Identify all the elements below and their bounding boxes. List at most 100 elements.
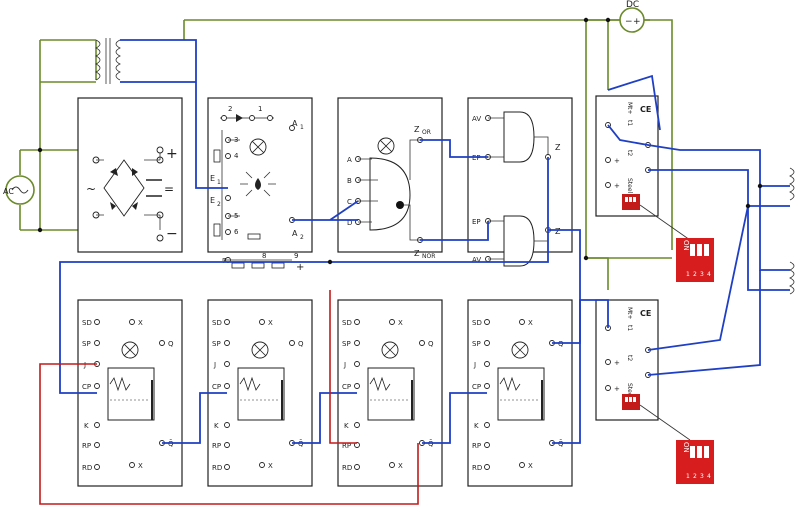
svg-text:SP: SP bbox=[342, 340, 351, 348]
flipflop-4: SD SP J CP K RP RD X X Q Q̄ bbox=[472, 319, 564, 472]
svg-text:J: J bbox=[343, 361, 346, 369]
svg-text:9: 9 bbox=[294, 252, 298, 260]
svg-text:X: X bbox=[398, 319, 403, 327]
svg-text:CP: CP bbox=[342, 383, 351, 391]
svg-text:X: X bbox=[268, 319, 273, 327]
svg-text:t2: t2 bbox=[626, 355, 633, 361]
svg-text:X: X bbox=[138, 319, 143, 327]
svg-text:EP: EP bbox=[472, 154, 481, 162]
svg-text:SP: SP bbox=[472, 340, 481, 348]
transformer bbox=[95, 38, 121, 84]
svg-text:t1: t1 bbox=[626, 120, 633, 126]
svg-text:K: K bbox=[344, 422, 349, 430]
svg-text:Steel: Steel bbox=[626, 178, 633, 194]
svg-text:CE: CE bbox=[640, 105, 651, 114]
svg-text:Z: Z bbox=[555, 143, 561, 152]
svg-text:8: 8 bbox=[262, 252, 266, 260]
svg-text:RP: RP bbox=[82, 442, 91, 450]
svg-text:C: C bbox=[347, 198, 352, 206]
dip-switch-2: ON 1 2 3 4 bbox=[639, 404, 714, 484]
svg-text:4: 4 bbox=[707, 271, 711, 278]
svg-text:RD: RD bbox=[472, 464, 482, 472]
svg-text:A: A bbox=[347, 156, 352, 164]
svg-text:ON: ON bbox=[682, 240, 690, 251]
svg-text:AV: AV bbox=[472, 256, 481, 264]
svg-text:t1: t1 bbox=[626, 325, 633, 331]
svg-text:SD: SD bbox=[82, 319, 92, 327]
svg-text:SD: SD bbox=[472, 319, 482, 327]
controller-2-detail: CE Mt+ t1 t2 Steel + + bbox=[605, 307, 651, 410]
svg-text:SD: SD bbox=[342, 319, 352, 327]
svg-text:1: 1 bbox=[300, 124, 304, 131]
svg-text:B: B bbox=[347, 177, 352, 185]
motor-coils bbox=[789, 167, 795, 295]
svg-text:Q: Q bbox=[428, 340, 434, 348]
svg-text:Z: Z bbox=[414, 125, 420, 134]
svg-text:RD: RD bbox=[342, 464, 352, 472]
svg-text:3: 3 bbox=[700, 473, 704, 480]
svg-text:+: + bbox=[614, 157, 620, 165]
svg-text:2: 2 bbox=[228, 105, 232, 113]
svg-text:Steel: Steel bbox=[626, 383, 633, 399]
controller-1-detail: CE Mt+ t1 t2 Steel + + bbox=[605, 102, 651, 210]
svg-text:Mt+: Mt+ bbox=[626, 307, 633, 320]
svg-text:6: 6 bbox=[234, 228, 239, 236]
svg-text:X: X bbox=[268, 462, 273, 470]
svg-text:RD: RD bbox=[212, 464, 222, 472]
svg-text:2: 2 bbox=[217, 201, 221, 208]
svg-text:CP: CP bbox=[472, 383, 481, 391]
dc-source: − + DC bbox=[619, 0, 645, 33]
svg-text:SD: SD bbox=[212, 319, 222, 327]
svg-text:K: K bbox=[84, 422, 89, 430]
signal-wiring bbox=[59, 39, 790, 444]
rectifier: ~ = + − bbox=[86, 146, 178, 242]
svg-text:2: 2 bbox=[693, 473, 697, 480]
svg-text:J: J bbox=[473, 361, 476, 369]
ac-label: AC bbox=[3, 187, 14, 196]
svg-text:1: 1 bbox=[686, 271, 690, 278]
svg-text:X: X bbox=[528, 462, 533, 470]
svg-text:Q: Q bbox=[168, 340, 174, 348]
gates-components: 2 1 3 4 E 1 E 2 5 6 7 8 9 + A 1 A 2 bbox=[210, 105, 304, 273]
svg-text:+: + bbox=[166, 146, 178, 162]
svg-text:Q: Q bbox=[558, 340, 564, 348]
svg-text:+: + bbox=[296, 262, 304, 273]
ac-source: AC bbox=[3, 175, 35, 205]
svg-text:CE: CE bbox=[640, 309, 651, 318]
dc-label: DC bbox=[626, 0, 639, 10]
svg-text:1: 1 bbox=[258, 105, 262, 113]
svg-text:K: K bbox=[474, 422, 479, 430]
svg-text:D: D bbox=[347, 219, 352, 227]
svg-text:+: + bbox=[633, 17, 641, 27]
flipflop-2: SD SP J CP K RP RD X X Q Q̄ bbox=[212, 319, 304, 472]
svg-text:X: X bbox=[138, 462, 143, 470]
svg-text:RP: RP bbox=[212, 442, 221, 450]
svg-text:+: + bbox=[614, 182, 620, 190]
and-gates: AV EP EP AV Z Z bbox=[472, 111, 561, 267]
svg-text:Mt+: Mt+ bbox=[626, 102, 633, 115]
svg-text:2: 2 bbox=[693, 271, 697, 278]
svg-text:RD: RD bbox=[82, 464, 92, 472]
svg-text:CP: CP bbox=[82, 383, 91, 391]
junctions bbox=[37, 17, 763, 265]
svg-text:E: E bbox=[210, 174, 215, 183]
svg-text:RP: RP bbox=[342, 442, 351, 450]
svg-text:K: K bbox=[214, 422, 219, 430]
svg-text:3: 3 bbox=[700, 271, 704, 278]
svg-text:1: 1 bbox=[217, 179, 221, 186]
svg-text:SP: SP bbox=[82, 340, 91, 348]
svg-text:7: 7 bbox=[222, 257, 226, 265]
rectifier-panel bbox=[77, 97, 183, 253]
svg-text:4: 4 bbox=[234, 152, 239, 160]
svg-text:RP: RP bbox=[472, 442, 481, 450]
svg-text:E: E bbox=[210, 196, 215, 205]
svg-text:−: − bbox=[625, 17, 633, 27]
svg-text:CP: CP bbox=[212, 383, 221, 391]
svg-text:Z: Z bbox=[555, 227, 561, 236]
svg-text:SP: SP bbox=[212, 340, 221, 348]
svg-text:Z: Z bbox=[414, 249, 420, 258]
svg-text:NOR: NOR bbox=[422, 253, 435, 260]
svg-text:1: 1 bbox=[686, 473, 690, 480]
svg-text:−: − bbox=[166, 226, 178, 242]
